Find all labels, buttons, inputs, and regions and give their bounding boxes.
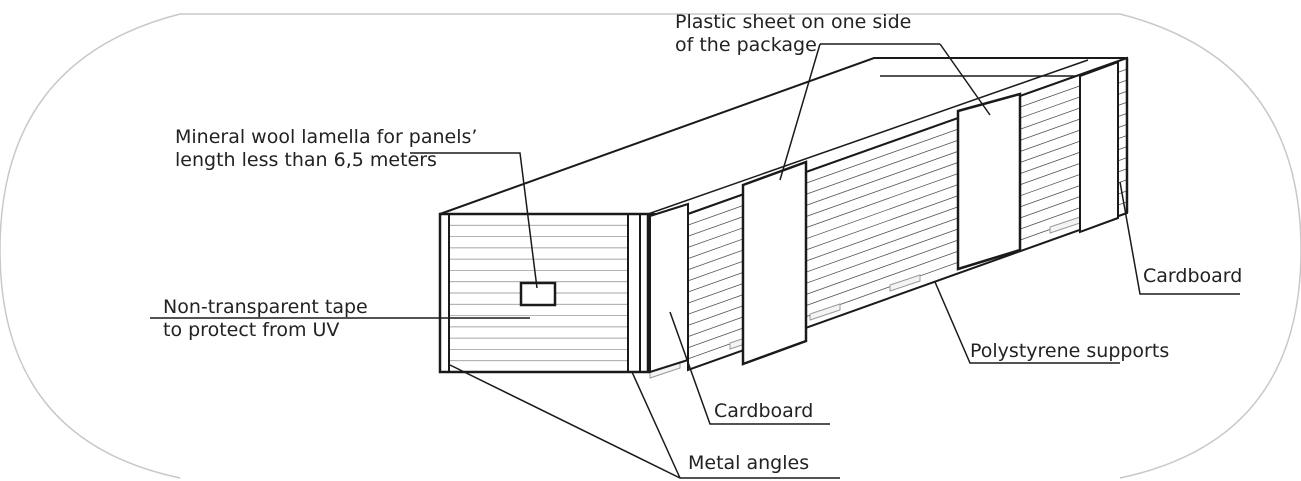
polystyrene-support (809, 303, 841, 321)
top-face-edge (647, 59, 1089, 215)
label-mineral-wool-line1: Mineral wool lamella for panels’ (175, 126, 478, 148)
leader-lines (150, 43, 1240, 479)
cardboard-front (649, 202, 689, 374)
plastic-sheet-1 (741, 160, 808, 366)
mineral-wool-lamella (519, 281, 557, 307)
label-plastic-sheet: Plastic sheet on one side of the package (675, 11, 911, 57)
label-cardboard-front: Cardboard (714, 400, 814, 422)
label-polystyrene: Polystyrene supports (970, 340, 1170, 362)
label-tape-line2: to protect from UV (163, 319, 340, 341)
outline-border (0, 13, 1301, 479)
label-mineral-wool-line2: length less than 6,5 meters (175, 149, 437, 171)
label-plastic-sheet-line1: Plastic sheet on one side (675, 11, 912, 33)
label-metal-angles: Metal angles (688, 452, 810, 474)
label-mineral-wool: Mineral wool lamella for panels’ length … (175, 126, 477, 172)
cardboard-right (1079, 60, 1119, 234)
label-plastic-sheet-line2: of the package (675, 34, 817, 56)
label-cardboard-right: Cardboard (1143, 265, 1243, 287)
polystyrene-support (889, 274, 921, 292)
plastic-sheet-2 (956, 92, 1022, 271)
label-tape: Non-transparent tape to protect from UV (163, 296, 368, 342)
label-tape-line1: Non-transparent tape (163, 296, 368, 318)
